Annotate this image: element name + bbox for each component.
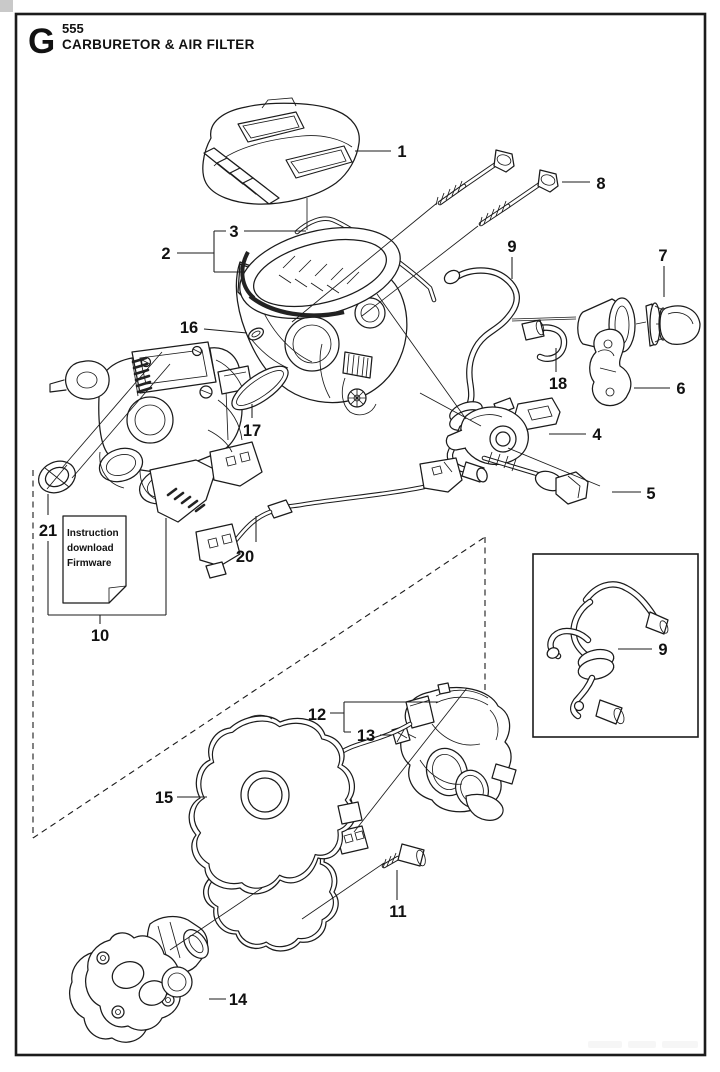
part-choke-rod bbox=[294, 216, 437, 303]
part-screw-long-a bbox=[435, 149, 515, 206]
callout-13: 13 bbox=[357, 727, 375, 745]
callout-5: 5 bbox=[646, 485, 655, 503]
callout-8: 8 bbox=[596, 175, 605, 193]
part-wiring-harness bbox=[195, 457, 463, 579]
instruction-line-2: download bbox=[67, 543, 114, 554]
part-intake-manifold bbox=[69, 915, 209, 1043]
part-purge-bulb bbox=[645, 302, 701, 347]
callout-18: 18 bbox=[549, 375, 567, 393]
part-carburetor bbox=[49, 341, 263, 523]
callout-21: 21 bbox=[39, 522, 57, 540]
header: G 555 CARBURETOR & AIR FILTER bbox=[28, 21, 255, 61]
screen-corner-artifact bbox=[0, 0, 13, 12]
instruction-sheet: Instruction download Firmware bbox=[62, 515, 127, 604]
carburetor-hatch-band bbox=[131, 356, 153, 394]
callout-20: 20 bbox=[236, 548, 254, 566]
part-cam-lever-assembly bbox=[445, 397, 561, 466]
inset-detail-box bbox=[532, 553, 699, 738]
model-number: 555 bbox=[62, 21, 84, 36]
leader-lines bbox=[47, 150, 670, 1000]
callout-12: 12 bbox=[308, 706, 326, 724]
part-screw-short bbox=[381, 843, 426, 869]
part-shoulder-screw bbox=[481, 451, 589, 505]
callout-4: 4 bbox=[592, 426, 602, 444]
part-short-hose bbox=[521, 319, 568, 362]
filter-mesh-hatch bbox=[278, 255, 360, 294]
instruction-line-3: Firmware bbox=[67, 558, 112, 569]
page-title: CARBURETOR & AIR FILTER bbox=[62, 37, 255, 52]
footer-watermark bbox=[588, 1041, 698, 1048]
part-screw-long-b bbox=[478, 169, 559, 227]
part-o-ring-large bbox=[231, 365, 289, 411]
callout-2: 2 bbox=[161, 245, 170, 263]
callout-3: 3 bbox=[229, 223, 238, 241]
callout-11: 11 bbox=[389, 903, 406, 921]
part-air-filter bbox=[239, 227, 401, 319]
part-intake-grommet bbox=[38, 460, 76, 494]
part-cover-plate bbox=[188, 714, 363, 952]
carburetor-comb-ribs bbox=[166, 487, 206, 513]
page-border bbox=[14, 12, 707, 1057]
dashed-construction-lines bbox=[32, 470, 486, 839]
callout-1: 1 bbox=[397, 143, 406, 161]
part-air-filter-cover bbox=[202, 97, 360, 205]
alignment-lines bbox=[61, 198, 601, 951]
adjuster-wheel bbox=[342, 351, 373, 379]
part-o-ring-small bbox=[248, 327, 264, 341]
part-intake-boot-assembly bbox=[400, 682, 517, 821]
cover-vent-fins bbox=[203, 147, 280, 205]
callout-9: 9 bbox=[507, 238, 516, 256]
callout-10: 10 bbox=[91, 627, 109, 645]
section-letter: G bbox=[28, 22, 55, 61]
callouts: 1 2 3 4 5 6 7 8 9 9 10 11 12 13 14 15 16… bbox=[39, 143, 686, 1009]
callout-14: 14 bbox=[229, 991, 248, 1009]
callout-15: 15 bbox=[155, 789, 173, 807]
callout-7: 7 bbox=[658, 247, 667, 265]
callout-6: 6 bbox=[676, 380, 685, 398]
callout-17: 17 bbox=[243, 422, 261, 440]
callout-9-inset: 9 bbox=[658, 641, 667, 659]
callout-16: 16 bbox=[180, 319, 198, 337]
instruction-line-1: Instruction bbox=[67, 528, 119, 539]
part-bracket bbox=[589, 328, 632, 407]
